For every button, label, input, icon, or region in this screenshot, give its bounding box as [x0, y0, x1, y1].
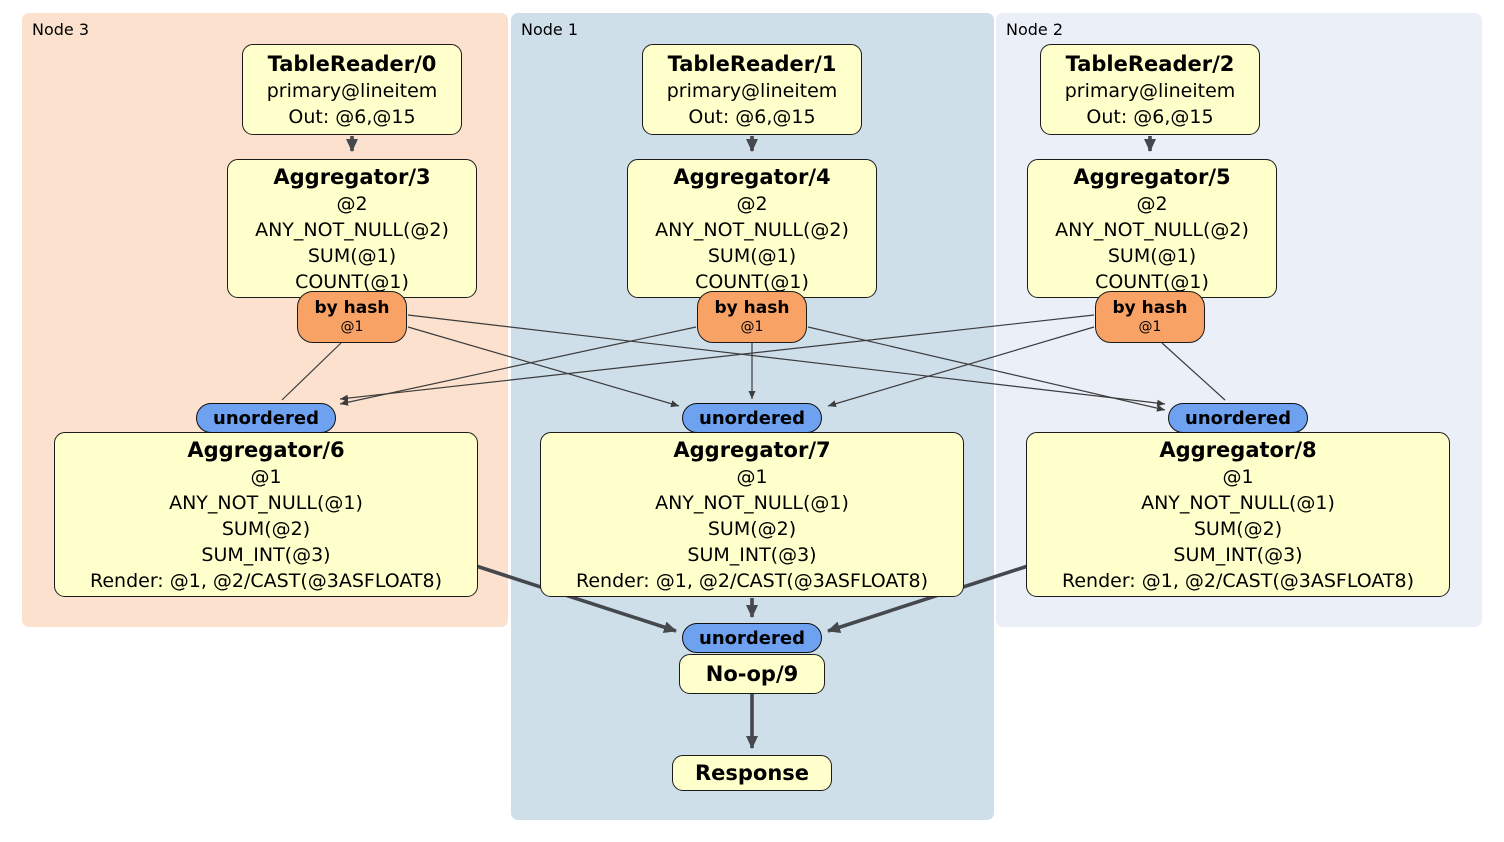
router-label: by hash: [314, 298, 390, 318]
aggregator-7-box: Aggregator/7 @1 ANY_NOT_NULL(@1) SUM(@2)…: [540, 432, 964, 597]
aggregator-3-detail: ANY_NOT_NULL(@2): [255, 218, 449, 241]
sync-label: unordered: [699, 627, 805, 649]
tablereader-0-detail: primary@lineitem: [266, 79, 438, 102]
aggregator-8-detail: SUM_INT(@3): [1173, 543, 1303, 566]
aggregator-5-detail: @2: [1136, 192, 1168, 215]
aggregator-3-detail: @2: [336, 192, 368, 215]
response-box: Response: [672, 755, 832, 791]
aggregator-6-detail: @1: [250, 465, 282, 488]
router-by-hash-node3: by hash @1: [297, 291, 407, 343]
tablereader-1-box: TableReader/1 primary@lineitem Out: @6,@…: [642, 44, 862, 135]
edge-router2-sync3: [339, 314, 1095, 402]
aggregator-6-detail: Render: @1, @2/CAST(@3ASFLOAT8): [90, 569, 442, 592]
edge-router3-sync2: [407, 314, 1166, 407]
sync-label: unordered: [699, 407, 805, 429]
tablereader-1-detail: Out: @6,@15: [688, 105, 816, 128]
aggregator-4-box: Aggregator/4 @2 ANY_NOT_NULL(@2) SUM(@1)…: [627, 159, 877, 298]
aggregator-8-title: Aggregator/8: [1159, 437, 1317, 462]
edge-agg8-finalsync: [827, 562, 1035, 633]
aggregator-4-detail: COUNT(@1): [695, 270, 809, 293]
tablereader-2-detail: primary@lineitem: [1064, 79, 1236, 102]
aggregator-4-detail: @2: [736, 192, 768, 215]
aggregator-5-detail: SUM(@1): [1107, 244, 1197, 267]
aggregator-3-detail: COUNT(@1): [295, 270, 409, 293]
node-region-2-label: Node 2: [1006, 20, 1064, 39]
aggregator-4-detail: ANY_NOT_NULL(@2): [655, 218, 849, 241]
edge-agg6-finalsync: [469, 562, 677, 633]
noop-9-title: No-op/9: [705, 662, 799, 686]
aggregator-4-title: Aggregator/4: [673, 164, 831, 189]
sync-unordered-node3: unordered: [196, 403, 336, 433]
node-region-3-label: Node 3: [32, 20, 90, 39]
edge-router1-sync3: [339, 326, 697, 406]
aggregator-6-title: Aggregator/6: [187, 437, 345, 462]
aggregator-7-detail: SUM(@2): [707, 517, 797, 540]
noop-9-box: No-op/9: [679, 654, 825, 694]
aggregator-8-detail: @1: [1222, 465, 1254, 488]
edge-router3-sync1: [407, 326, 680, 408]
aggregator-6-detail: SUM_INT(@3): [201, 543, 331, 566]
router-by-hash-node2: by hash @1: [1095, 291, 1205, 343]
aggregator-5-box: Aggregator/5 @2 ANY_NOT_NULL(@2) SUM(@1)…: [1027, 159, 1277, 298]
router-columns: @1: [1138, 319, 1162, 335]
tablereader-2-detail: Out: @6,@15: [1086, 105, 1214, 128]
router-by-hash-node1: by hash @1: [697, 291, 807, 343]
edge-router2-sync2: [1161, 342, 1226, 401]
tablereader-2-title: TableReader/2: [1065, 51, 1235, 76]
edge-router3-sync3: [281, 342, 342, 401]
tablereader-0-title: TableReader/0: [267, 51, 437, 76]
sync-unordered-node2: unordered: [1168, 403, 1308, 433]
aggregator-5-title: Aggregator/5: [1073, 164, 1231, 189]
router-label: by hash: [1112, 298, 1188, 318]
aggregator-8-box: Aggregator/8 @1 ANY_NOT_NULL(@1) SUM(@2)…: [1026, 432, 1450, 597]
sync-unordered-final: unordered: [682, 623, 822, 653]
aggregator-7-title: Aggregator/7: [673, 437, 831, 462]
aggregator-8-detail: SUM(@2): [1193, 517, 1283, 540]
aggregator-6-box: Aggregator/6 @1 ANY_NOT_NULL(@1) SUM(@2)…: [54, 432, 478, 597]
tablereader-0-detail: Out: @6,@15: [288, 105, 416, 128]
sync-label: unordered: [1185, 407, 1291, 429]
router-columns: @1: [340, 319, 364, 335]
tablereader-1-detail: primary@lineitem: [666, 79, 838, 102]
tablereader-2-box: TableReader/2 primary@lineitem Out: @6,@…: [1040, 44, 1260, 135]
node-region-1-label: Node 1: [521, 20, 579, 39]
aggregator-7-detail: SUM_INT(@3): [687, 543, 817, 566]
aggregator-7-detail: @1: [736, 465, 768, 488]
aggregator-5-detail: COUNT(@1): [1095, 270, 1209, 293]
aggregator-7-detail: ANY_NOT_NULL(@1): [655, 491, 849, 514]
aggregator-7-detail: Render: @1, @2/CAST(@3ASFLOAT8): [576, 569, 928, 592]
tablereader-1-title: TableReader/1: [667, 51, 837, 76]
router-columns: @1: [740, 319, 764, 335]
aggregator-3-detail: SUM(@1): [307, 244, 397, 267]
aggregator-3-box: Aggregator/3 @2 ANY_NOT_NULL(@2) SUM(@1)…: [227, 159, 477, 298]
sync-unordered-node1: unordered: [682, 403, 822, 433]
aggregator-8-detail: Render: @1, @2/CAST(@3ASFLOAT8): [1062, 569, 1414, 592]
aggregator-8-detail: ANY_NOT_NULL(@1): [1141, 491, 1335, 514]
aggregator-3-title: Aggregator/3: [273, 164, 431, 189]
tablereader-0-box: TableReader/0 primary@lineitem Out: @6,@…: [242, 44, 462, 135]
aggregator-6-detail: SUM(@2): [221, 517, 311, 540]
router-label: by hash: [714, 298, 790, 318]
response-title: Response: [694, 761, 810, 785]
edge-router2-sync1: [827, 326, 1095, 408]
aggregator-4-detail: SUM(@1): [707, 244, 797, 267]
sync-label: unordered: [213, 407, 319, 429]
aggregator-5-detail: ANY_NOT_NULL(@2): [1055, 218, 1249, 241]
aggregator-6-detail: ANY_NOT_NULL(@1): [169, 491, 363, 514]
